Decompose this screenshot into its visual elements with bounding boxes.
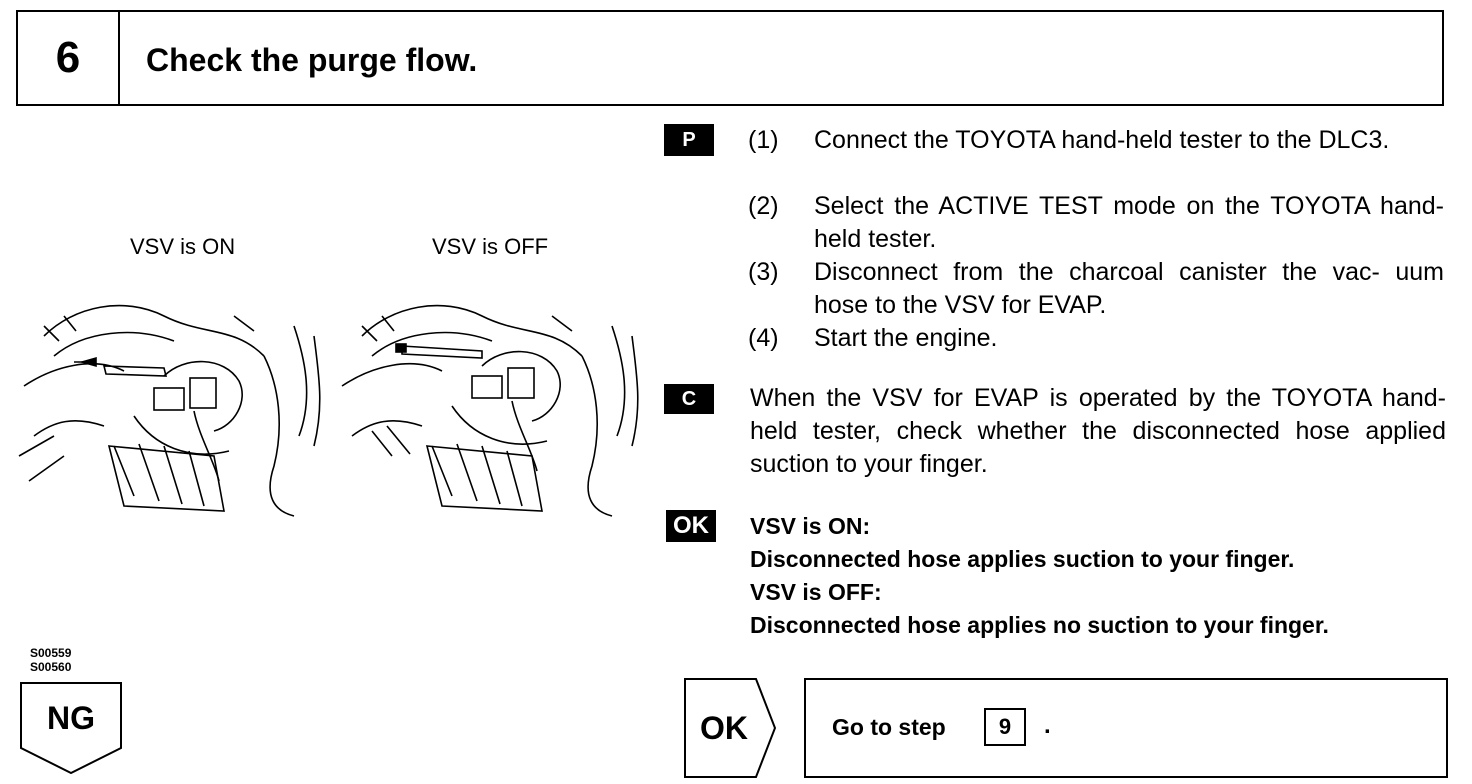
ok-tag: OK [666, 510, 716, 542]
engine-illustration-vsv-off [341, 304, 639, 517]
vsv-on-label: VSV is ON [130, 234, 236, 259]
result-line: VSV is ON: [750, 513, 871, 539]
ok-branch-arrow [684, 678, 776, 778]
goto-step-number: 9 [984, 708, 1026, 746]
vsv-off-label: VSV is OFF [432, 234, 549, 259]
ok-label: OK [700, 710, 748, 746]
figure-codes: S00559 S00560 [30, 646, 71, 674]
figure-code: S00560 [30, 660, 72, 674]
step-num: (1) [748, 126, 779, 154]
engine-illustration-vsv-on [18, 304, 321, 517]
prepare-tag: P [664, 124, 714, 156]
step-num: (2) [748, 192, 779, 220]
result-line: VSV is OFF: [750, 579, 882, 605]
check-tag: C [664, 384, 714, 414]
ng-label: NG [47, 700, 95, 736]
step-num: (3) [748, 258, 779, 286]
step-text: Connect the TOYOTA hand-held tester to t… [814, 126, 1390, 154]
result-line: Disconnected hose applies suction to you… [750, 546, 1295, 572]
ng-branch-box [20, 682, 122, 774]
step-number: 6 [18, 12, 120, 104]
goto-period: . [1044, 712, 1051, 739]
step-title: Check the purge flow. [146, 42, 478, 78]
step-header: 6 Check the purge flow. [16, 10, 1444, 106]
step-text: Start the engine. [814, 324, 998, 352]
step-num: (4) [748, 324, 779, 352]
check-instruction: When the VSV for EVAP is operated by the… [750, 384, 1446, 478]
goto-step-box [804, 678, 1448, 778]
result-line: Disconnected hose applies no suction to … [750, 612, 1329, 638]
figure-code: S00559 [30, 646, 72, 660]
step-text: Select the ACTIVE TEST mode on the TOYOT… [814, 192, 1444, 253]
step-text: Disconnect from the charcoal canister th… [814, 258, 1444, 319]
goto-text: Go to step [832, 714, 946, 740]
expected-result: VSV is ON: Disconnected hose applies suc… [750, 510, 1450, 642]
